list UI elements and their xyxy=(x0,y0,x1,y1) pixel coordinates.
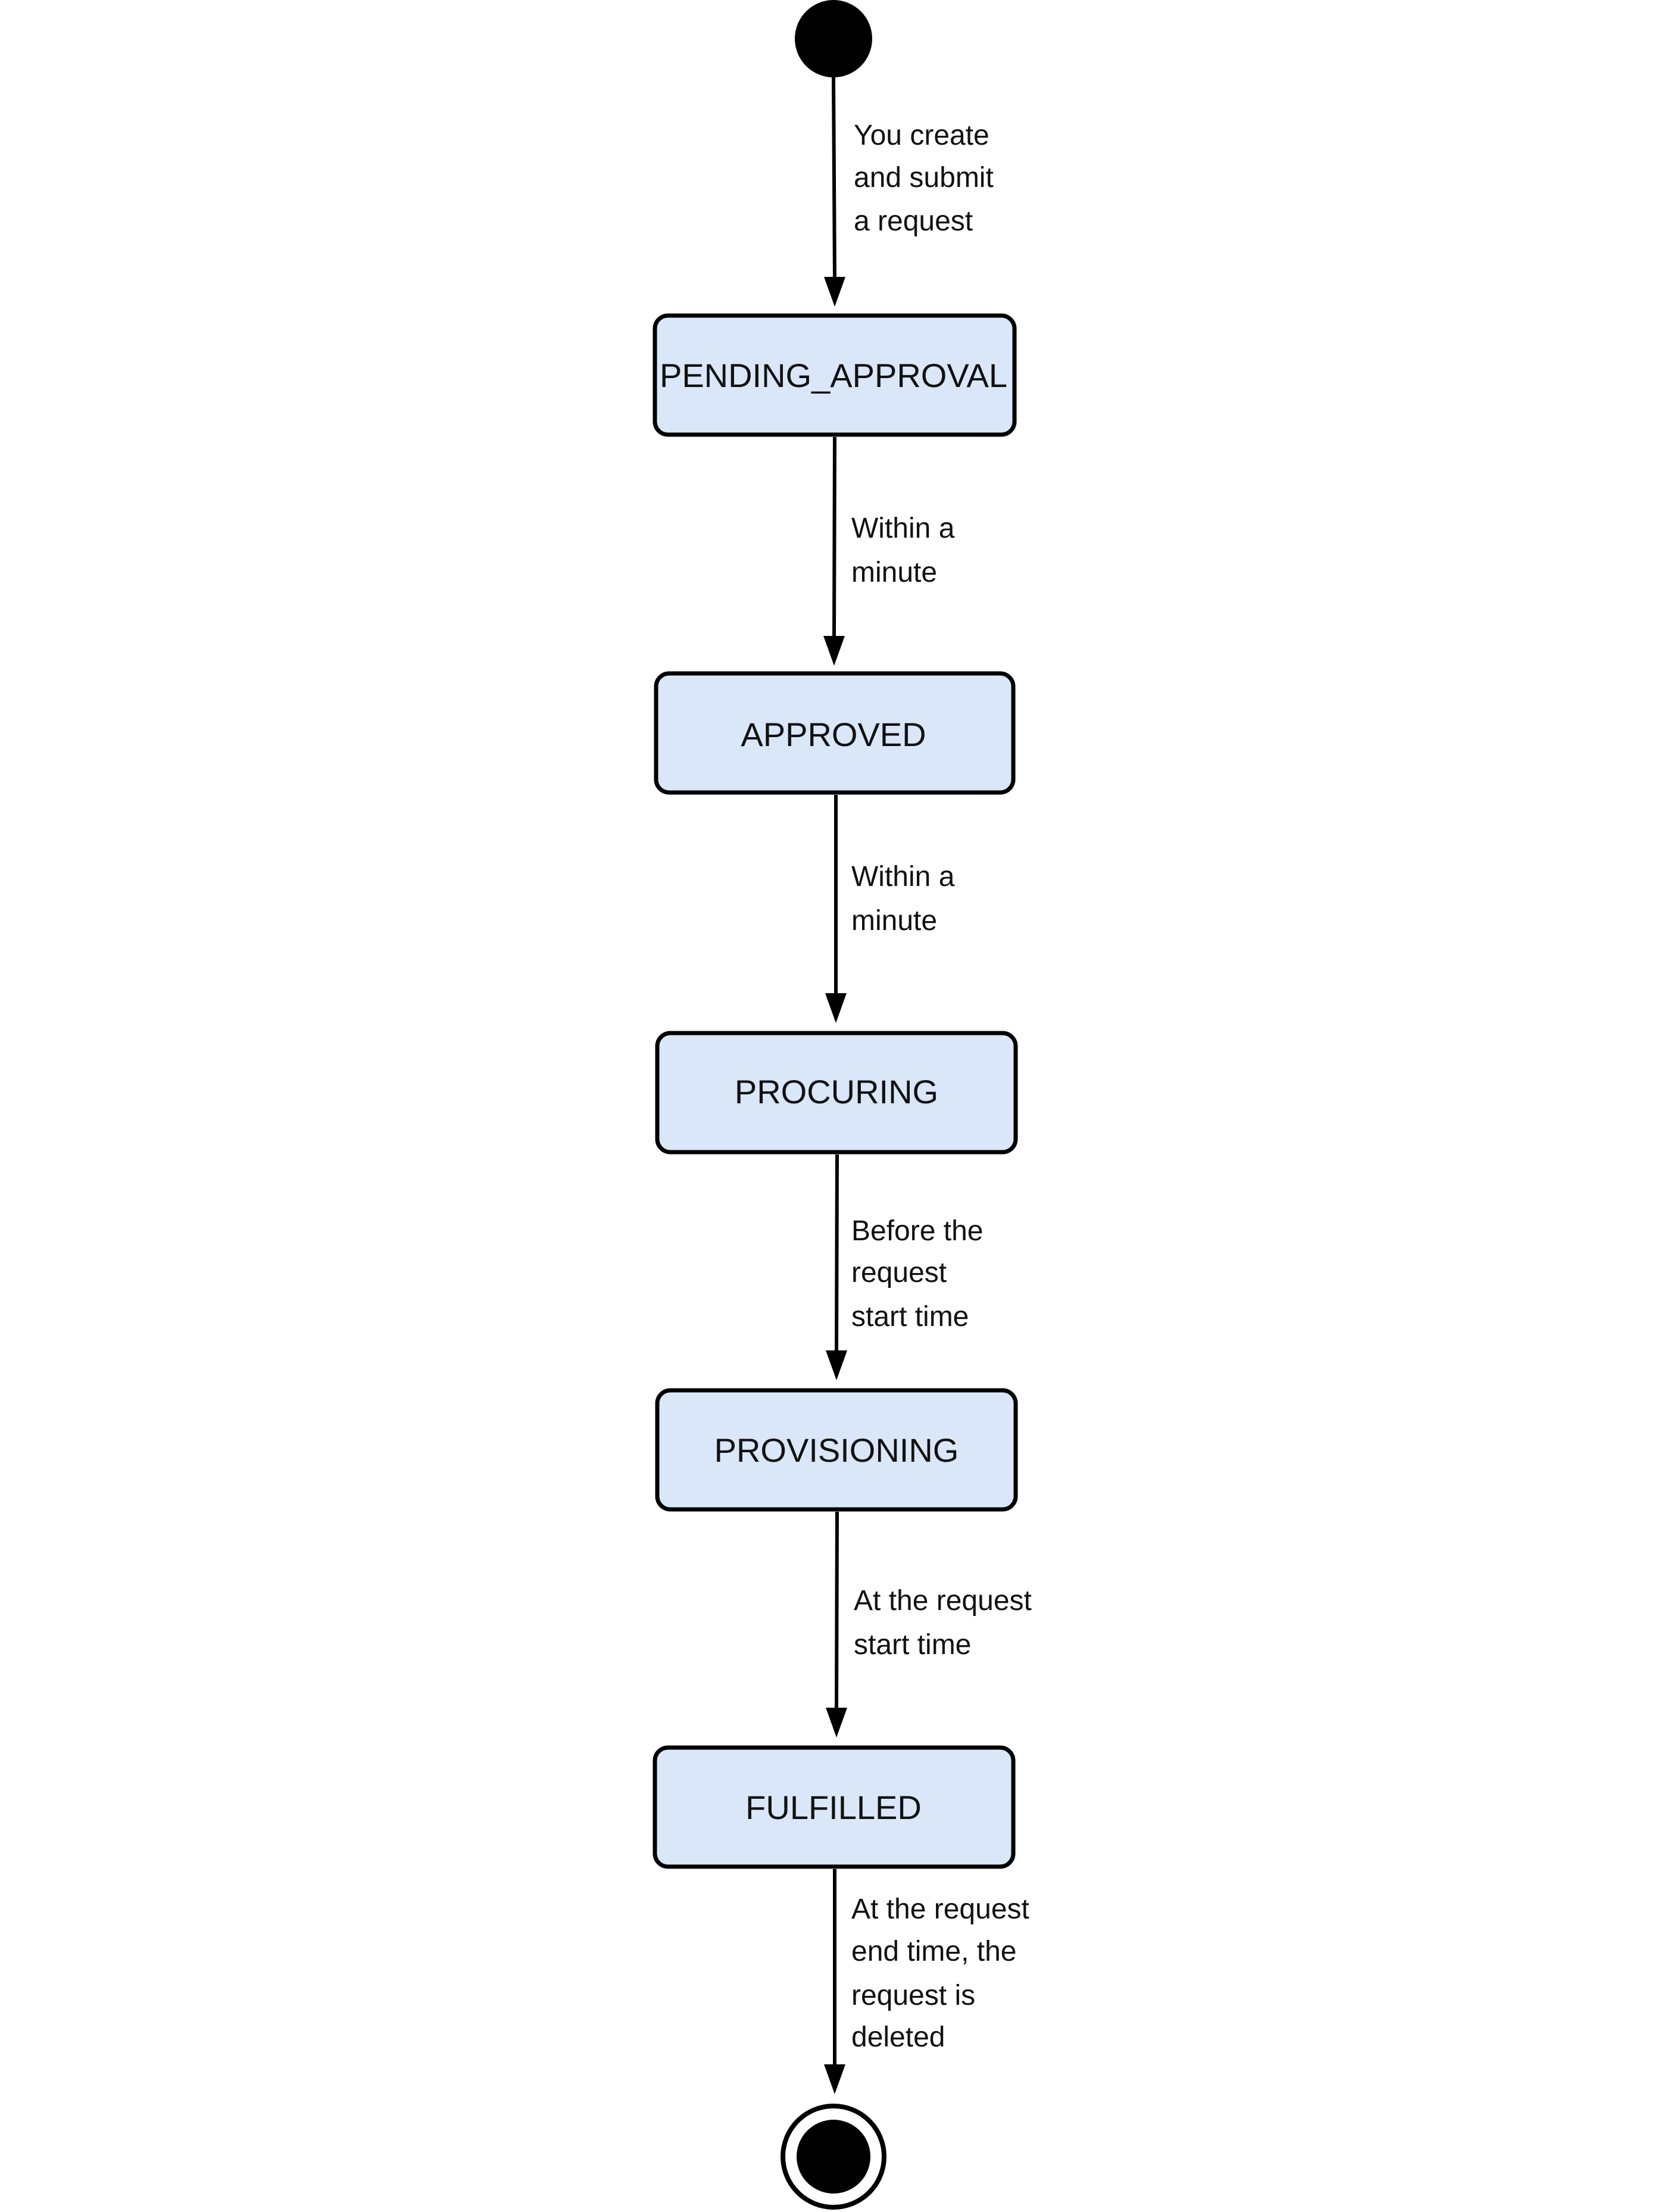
transition-label-line: Within a xyxy=(851,861,955,893)
state-approved: APPROVED xyxy=(654,671,1016,795)
transition-provisioning-to-fulfilled: At the request start time xyxy=(826,1511,1039,1737)
transition-label-line: start time xyxy=(854,1629,971,1661)
transition-label: Before the request start time xyxy=(851,1215,991,1333)
transition-label: You create and submit a request xyxy=(854,120,1001,237)
transition-label-line: start time xyxy=(851,1301,969,1333)
transition-label: At the request end time, the request is … xyxy=(851,1893,1037,2053)
transition-label: Within a minute xyxy=(851,861,963,937)
arrowhead xyxy=(825,993,847,1023)
arrowhead xyxy=(826,1708,847,1737)
transition-label-line: and submit xyxy=(854,162,994,194)
transition-label-line: At the request xyxy=(854,1585,1032,1617)
transition-line xyxy=(835,1154,839,1354)
transition-label-line: end time, the xyxy=(851,1936,1017,1967)
state-label: PENDING_APPROVAL xyxy=(660,357,1007,394)
state-label: FULFILLED xyxy=(745,1789,922,1826)
transition-label-line: a request xyxy=(854,205,973,237)
transition-label-line: minute xyxy=(851,557,937,588)
state-box xyxy=(653,1745,1016,1869)
transition-label-line: At the request xyxy=(851,1893,1029,1925)
transition-line xyxy=(832,77,836,280)
transition-label: Within a minute xyxy=(851,513,963,588)
state-provisioning: PROVISIONING xyxy=(655,1388,1018,1512)
transition-label-line: Before the xyxy=(851,1215,983,1247)
transition-approved-to-procuring: Within a minute xyxy=(825,795,963,1023)
transition-label-line: deleted xyxy=(851,2021,945,2053)
transition-label: At the request start time xyxy=(854,1585,1039,1661)
state-fulfilled: FULFILLED xyxy=(653,1745,1016,1869)
transition-start-to-pending-approval: You create and submit a request xyxy=(824,77,1001,307)
transition-procuring-to-provisioning: Before the request start time xyxy=(826,1154,991,1380)
transition-fulfilled-to-end: At the request end time, the request is … xyxy=(824,1869,1037,2094)
transition-label-line: Within a xyxy=(851,513,955,544)
state-procuring: PROCURING xyxy=(655,1031,1018,1155)
start-node xyxy=(795,0,872,77)
transition-label-line: request is xyxy=(851,1980,975,2011)
state-label: PROVISIONING xyxy=(714,1431,959,1469)
state-box xyxy=(655,1388,1018,1512)
state-box xyxy=(653,313,1017,437)
state-pending-approval: PENDING_APPROVAL xyxy=(653,313,1017,437)
arrowhead xyxy=(824,277,845,307)
transition-label-line: request xyxy=(851,1257,947,1288)
state-label: APPROVED xyxy=(741,716,926,753)
arrowhead xyxy=(826,1350,847,1380)
transition-pending-approval-to-approved: Within a minute xyxy=(823,436,963,666)
transition-label-line: minute xyxy=(851,905,937,937)
transition-line xyxy=(835,1511,839,1711)
arrowhead xyxy=(824,2064,845,2094)
transition-label-line: You create xyxy=(854,120,989,151)
arrowhead xyxy=(823,636,845,666)
end-node-dot xyxy=(797,2120,870,2194)
end-node xyxy=(781,2104,886,2210)
state-label: PROCURING xyxy=(735,1073,938,1110)
state-box xyxy=(655,1031,1018,1155)
state-box xyxy=(654,671,1016,795)
transition-line xyxy=(832,436,836,639)
